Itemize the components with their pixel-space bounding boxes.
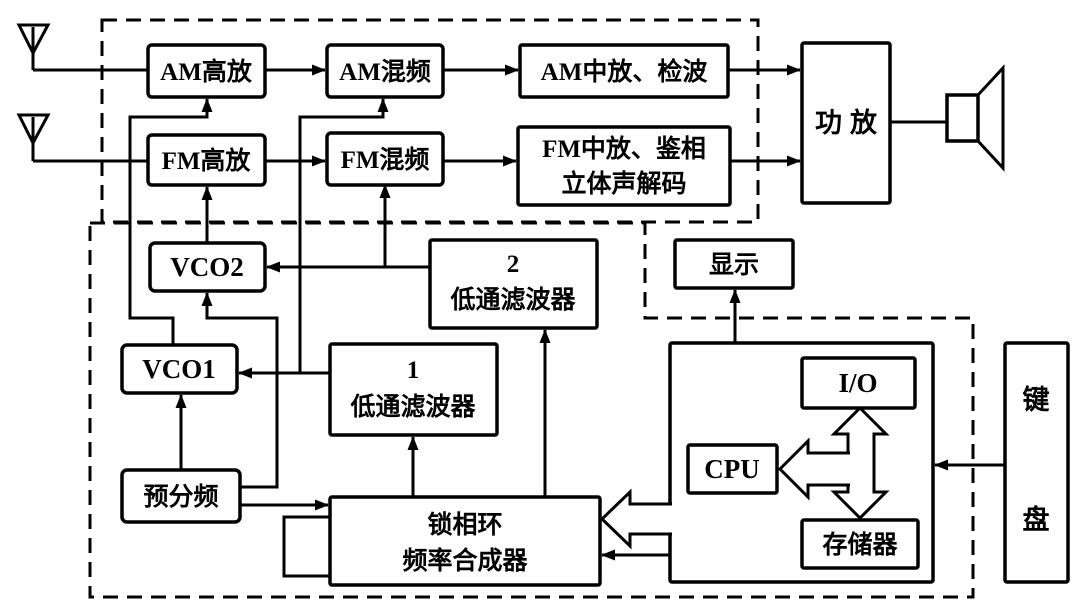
block-am-if-detector: AM中放、检波 <box>518 43 730 99</box>
lpf2-label-line1: 2 <box>507 251 520 278</box>
speaker-icon <box>945 64 1005 172</box>
lpf2-label-line2: 低通滤波器 <box>449 286 576 314</box>
block-am-mixer: AM混频 <box>325 43 445 99</box>
block-power-amp: 功放 <box>800 41 892 205</box>
fm-mixer-label: FM混频 <box>341 146 430 174</box>
bus-arrow-to-cpu <box>777 437 850 501</box>
block-fm-if-stereo: FM中放、鉴相 立体声解码 <box>516 125 732 207</box>
keyboard-label-line2: 盘 <box>1023 504 1050 535</box>
block-display: 显示 <box>673 238 795 290</box>
power-amp-label: 功放 <box>815 107 885 138</box>
block-lpf1: 1 低通滤波器 <box>328 342 499 437</box>
block-fm-mixer: FM混频 <box>325 131 445 187</box>
cpu-label: CPU <box>704 454 760 484</box>
io-label: I/O <box>838 368 877 398</box>
block-pll-synthesizer: 锁相环 频率合成器 <box>328 495 602 587</box>
block-microcontroller: I/O CPU 存储器 <box>668 341 935 584</box>
block-io: I/O <box>800 356 917 410</box>
fm-if-label-line2: 立体声解码 <box>561 169 686 198</box>
vco2-label: VCO2 <box>170 252 244 282</box>
wire-prescaler-to-vco2 <box>201 292 279 489</box>
display-label: 显示 <box>709 252 759 279</box>
block-vco2: VCO2 <box>148 241 267 293</box>
block-memory: 存储器 <box>800 518 920 570</box>
vco1-label: VCO1 <box>142 354 216 384</box>
lpf1-label-line1: 1 <box>407 357 420 384</box>
fm-if-label-line1: FM中放、鉴相 <box>542 134 706 163</box>
bus-arrow-io-memory <box>830 405 890 521</box>
memory-label: 存储器 <box>822 530 898 559</box>
am-if-label: AM中放、检波 <box>541 57 709 86</box>
wire-tap-to-ammixer <box>298 98 389 373</box>
wire-vco1-to-amrf <box>128 98 213 345</box>
fm-rf-label: FM高放 <box>162 146 252 175</box>
keyboard-label-line1: 键 <box>1023 384 1050 415</box>
block-am-rf: AM高放 <box>146 43 267 99</box>
pll-label-line2: 频率合成器 <box>402 546 528 575</box>
antenna-am-icon <box>16 23 148 72</box>
pll-label-line1: 锁相环 <box>427 510 502 539</box>
synthesizer-section-outline <box>88 221 975 599</box>
prescaler-label: 预分频 <box>143 483 218 511</box>
block-keyboard: 键 盘 <box>1003 341 1070 584</box>
lpf1-label-line2: 低通滤波器 <box>349 393 476 421</box>
block-cpu: CPU <box>686 443 779 495</box>
bus-arrow-cpu-to-pll <box>599 488 672 550</box>
block-prescaler: 预分频 <box>120 468 242 524</box>
wire-pll-feedback-loop <box>282 515 330 578</box>
block-vco1: VCO1 <box>120 343 239 395</box>
block-lpf2: 2 低通滤波器 <box>428 238 599 330</box>
am-rf-label: AM高放 <box>160 57 253 86</box>
am-mixer-label: AM混频 <box>339 58 431 86</box>
block-fm-rf: FM高放 <box>146 133 267 187</box>
wires <box>128 64 1005 578</box>
